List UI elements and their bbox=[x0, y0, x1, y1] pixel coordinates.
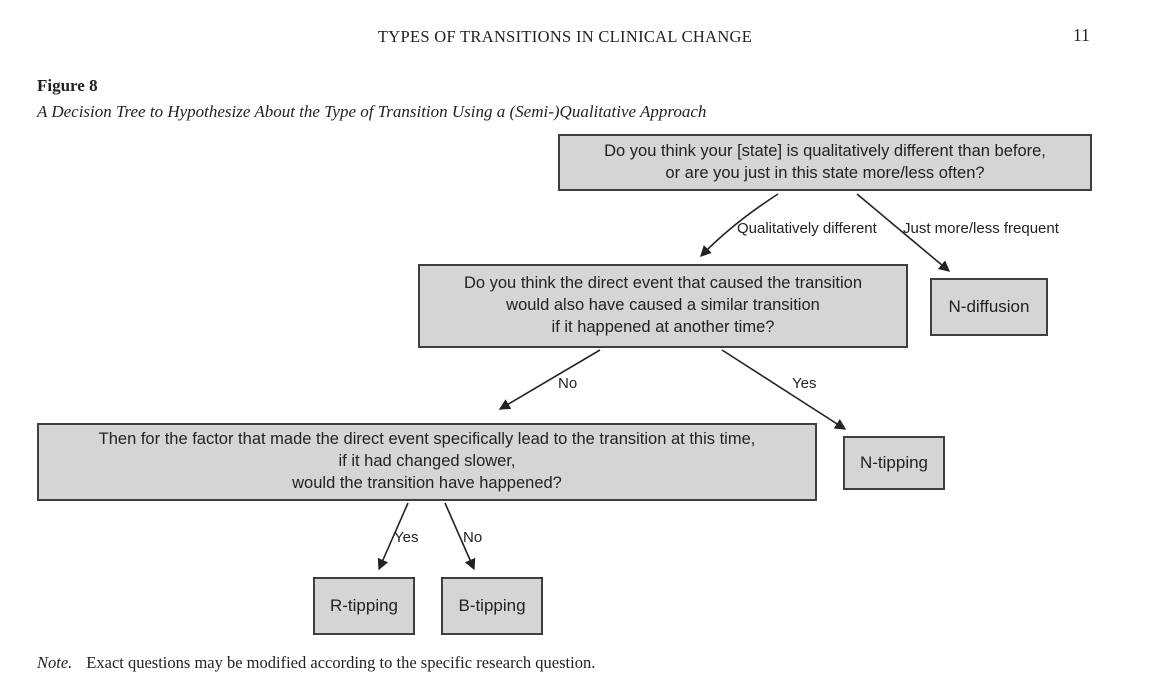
arrow-q2-to-n-tipping bbox=[721, 349, 847, 430]
n-diffusion-label: N-diffusion bbox=[948, 296, 1030, 316]
outcome-node-r-tipping: R-tipping bbox=[313, 577, 415, 635]
decision-node-question-3: Then for the factor that made the direct… bbox=[37, 423, 817, 501]
figure-caption: A Decision Tree to Hypothesize About the… bbox=[37, 102, 707, 121]
page-number: 11 bbox=[1073, 25, 1090, 45]
arrow-q1-to-q2 bbox=[700, 193, 779, 258]
arrow-q1-to-n-diffusion bbox=[856, 193, 951, 272]
question-1-text: Do you think your [state] is qualitative… bbox=[604, 141, 1046, 182]
arrow-q2-to-q3 bbox=[498, 349, 601, 410]
outcome-node-b-tipping: B-tipping bbox=[441, 577, 543, 635]
outcome-node-n-tipping: N-tipping bbox=[843, 436, 945, 490]
arrow-q3-to-b-tipping bbox=[444, 502, 476, 571]
edge-label-just-more-less-frequent: Just more/less frequent bbox=[903, 220, 1059, 237]
edge-label-qualitatively-different: Qualitatively different bbox=[737, 220, 877, 237]
edge-label-q2-no: No bbox=[558, 375, 578, 392]
question-2-text: Do you think the direct event that cause… bbox=[463, 274, 863, 336]
edge-label-q3-yes: Yes bbox=[394, 529, 419, 546]
note-label: Note. bbox=[37, 653, 73, 672]
n-tipping-label: N-tipping bbox=[859, 452, 929, 472]
edge-label-q2-yes: Yes bbox=[792, 375, 817, 392]
outcome-node-n-diffusion: N-diffusion bbox=[930, 278, 1048, 336]
running-head: TYPES OF TRANSITIONS IN CLINICAL CHANGE bbox=[377, 27, 753, 46]
r-tipping-label: R-tipping bbox=[329, 595, 399, 615]
figure-label: Figure 8 bbox=[37, 76, 98, 95]
arrow-q3-to-r-tipping bbox=[377, 502, 409, 571]
question-3-text: Then for the factor that made the direct… bbox=[98, 430, 756, 492]
b-tipping-label: B-tipping bbox=[458, 595, 526, 615]
edge-label-q3-no: No bbox=[463, 529, 483, 546]
decision-node-question-1: Do you think your [state] is qualitative… bbox=[558, 134, 1092, 191]
decision-node-question-2: Do you think the direct event that cause… bbox=[418, 264, 908, 348]
note-text: Exact questions may be modified accordin… bbox=[86, 653, 596, 672]
figure-note: Note. Exact questions may be modified acc… bbox=[37, 653, 595, 673]
